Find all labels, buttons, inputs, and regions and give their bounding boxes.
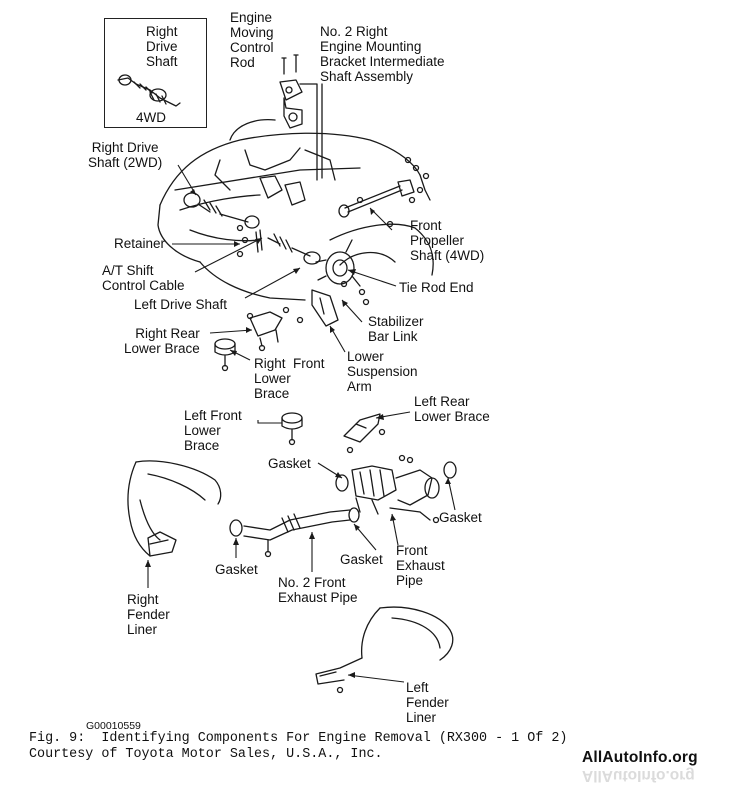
front-exhaust-pipe-part <box>335 454 457 524</box>
label-right-fender-liner: Right Fender Liner <box>127 592 170 637</box>
label-right-drive-shaft-4wd: Right Drive Shaft <box>146 24 178 69</box>
knuckle-hub <box>315 239 361 287</box>
watermark-text: AllAutoInfo.org <box>582 749 698 766</box>
leader-control-rod <box>299 83 318 181</box>
figure-id: G00010559 <box>86 720 141 732</box>
figure-caption-line2: Courtesy of Toyota Motor Sales, U.S.A., … <box>29 747 383 762</box>
right-rear-lower-brace-part <box>246 311 283 352</box>
no2-front-exhaust-pipe-part <box>229 507 360 558</box>
watermark-reflection: AllAutoInfo.org <box>582 767 695 784</box>
label-engine-moving-control-rod: Engine Moving Control Rod <box>230 10 274 70</box>
label-left-front-lower-brace: Left Front Lower Brace <box>184 408 242 453</box>
left-rear-lower-brace-part <box>343 413 386 454</box>
inset-drive-shaft-4wd <box>117 74 181 107</box>
label-front-propeller-shaft: Front Propeller Shaft (4WD) <box>410 218 485 263</box>
label-gasket-middle: Gasket <box>340 552 383 567</box>
label-no2-front-exhaust-pipe: No. 2 Front Exhaust Pipe <box>278 575 358 605</box>
control-rod-part <box>279 54 303 129</box>
left-front-lower-brace-part <box>281 412 303 446</box>
label-tie-rod-end: Tie Rod End <box>399 280 474 295</box>
label-retainer: Retainer <box>114 236 166 251</box>
left-fender-liner-part <box>315 606 454 694</box>
right-fender-liner-part <box>127 460 222 557</box>
label-stabilizer-bar-link: Stabilizer Bar Link <box>368 314 424 344</box>
label-lower-suspension-arm: Lower Suspension Arm <box>347 349 418 394</box>
label-right-rear-lower-brace: Right Rear Lower Brace <box>124 326 200 356</box>
label-at-shift-control-cable: A/T Shift Control Cable <box>102 263 185 293</box>
right-front-lower-brace-part <box>214 338 236 372</box>
label-gasket-top: Gasket <box>268 456 311 471</box>
label-no2-right-engine-mounting: No. 2 Right Engine Mounting Bracket Inte… <box>320 24 445 84</box>
right-drive-shaft-2wd-part <box>183 192 260 229</box>
label-left-rear-lower-brace: Left Rear Lower Brace <box>414 394 490 424</box>
label-left-drive-shaft: Left Drive Shaft <box>134 297 228 312</box>
label-4wd: 4WD <box>136 110 166 125</box>
front-propeller-shaft-part <box>338 164 430 218</box>
figure-caption-line1: Fig. 9: Identifying Components For Engin… <box>29 731 568 746</box>
label-right-front-lower-brace: Right Front Lower Brace <box>254 356 325 401</box>
lower-arm-part <box>296 280 370 327</box>
vehicle-front-outline <box>157 119 434 301</box>
label-right-drive-shaft-2wd: Right Drive Shaft (2WD) <box>88 140 163 170</box>
left-drive-shaft-part <box>255 229 321 265</box>
label-gasket-left: Gasket <box>215 562 258 577</box>
arrowheads <box>145 189 451 678</box>
inset-4wd-box <box>104 18 207 128</box>
label-front-exhaust-pipe: Front Exhaust Pipe <box>396 543 445 588</box>
label-gasket-right: Gasket <box>439 510 482 525</box>
fasteners <box>236 156 412 314</box>
label-left-fender-liner: Left Fender Liner <box>406 680 449 725</box>
